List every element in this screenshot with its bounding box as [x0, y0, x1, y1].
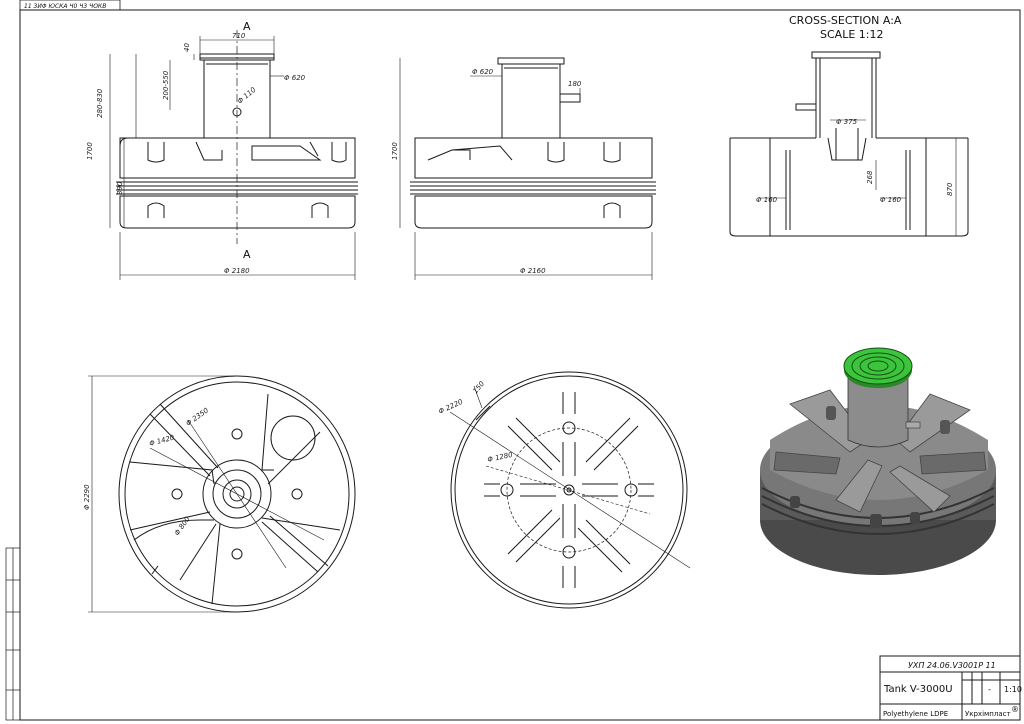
- top-view: [118, 375, 356, 613]
- dim-front-d-pipe: Φ 110: [236, 85, 258, 105]
- corner-code: 11 3ИΦ ЮСКА Ч0 Ч3 ЧОКВ: [24, 3, 106, 10]
- dim-front-h-neck-total: 280-830: [96, 88, 104, 118]
- bottom-dimension-lines: [449, 385, 691, 569]
- dim-bottom-d-outer: Φ 2220: [437, 398, 464, 416]
- dim-cross-h-inner: 268: [866, 170, 874, 184]
- front-dimension-lines: [109, 36, 356, 280]
- title-company: Укрхімпласт: [965, 710, 1011, 718]
- corner-stamp-box: [19, 0, 121, 11]
- section-marker-bottom: A: [243, 248, 251, 261]
- cross-section-title: CROSS-SECTION A:A: [789, 14, 902, 27]
- title-letter: -: [988, 685, 991, 694]
- title-product: Tank V-3000U: [883, 684, 953, 695]
- dim-bottom-d-mid: Φ 1280: [487, 451, 514, 464]
- dim-top-d-b: Φ 1420: [148, 433, 175, 447]
- cross-section-scale: SCALE 1:12: [820, 28, 883, 41]
- dim-side-pipe-len: 180: [568, 80, 582, 88]
- tank-3d-render: [760, 347, 996, 575]
- dim-side-d-neck: Φ 620: [472, 68, 494, 76]
- dim-front-h-rim: 40: [183, 43, 191, 52]
- cross-section-view: [729, 51, 969, 237]
- dim-cross-h-right: 870: [946, 182, 954, 196]
- section-marker-top: A: [243, 20, 251, 33]
- dim-top-d-outer: Φ 2290: [83, 484, 91, 510]
- dim-bottom-w-slot: 150: [471, 379, 486, 395]
- top-dimension-lines: [88, 375, 325, 613]
- dim-front-h-body: 890: [116, 181, 124, 195]
- dim-cross-d-inner: Φ 375: [836, 118, 858, 126]
- title-reg-mark: ®: [1011, 705, 1019, 714]
- side-view: [410, 57, 656, 229]
- dim-front-d-top: 710: [232, 32, 246, 40]
- dim-side-h-total: 1700: [391, 142, 399, 160]
- sheet-frame: [19, 9, 1021, 721]
- title-block: [879, 655, 1021, 721]
- title-doc-code: УХП 24.06.V3001P 11: [908, 661, 996, 670]
- left-margin-strip: [5, 547, 21, 721]
- dim-top-d-a: Φ 2350: [185, 406, 211, 428]
- title-material: Polyethylene LDPE: [883, 710, 948, 718]
- title-scale: 1:10: [1004, 685, 1022, 694]
- dim-front-d-neck: Φ 620: [284, 74, 306, 82]
- dim-cross-d-right: Φ 160: [880, 196, 902, 204]
- cross-section-dimension-lines: [760, 119, 957, 236]
- bottom-view: [450, 371, 688, 609]
- dim-front-h-neck: 200-550: [162, 70, 170, 100]
- dim-cross-d-left: Φ 160: [756, 196, 778, 204]
- dim-top-d-c: Φ 800: [173, 515, 192, 537]
- dim-front-d-base: Φ 2180: [224, 267, 250, 275]
- side-dimension-lines: [399, 58, 653, 280]
- dim-front-h-total: 1700: [86, 142, 94, 160]
- dim-side-d-base: Φ 2160: [520, 267, 546, 275]
